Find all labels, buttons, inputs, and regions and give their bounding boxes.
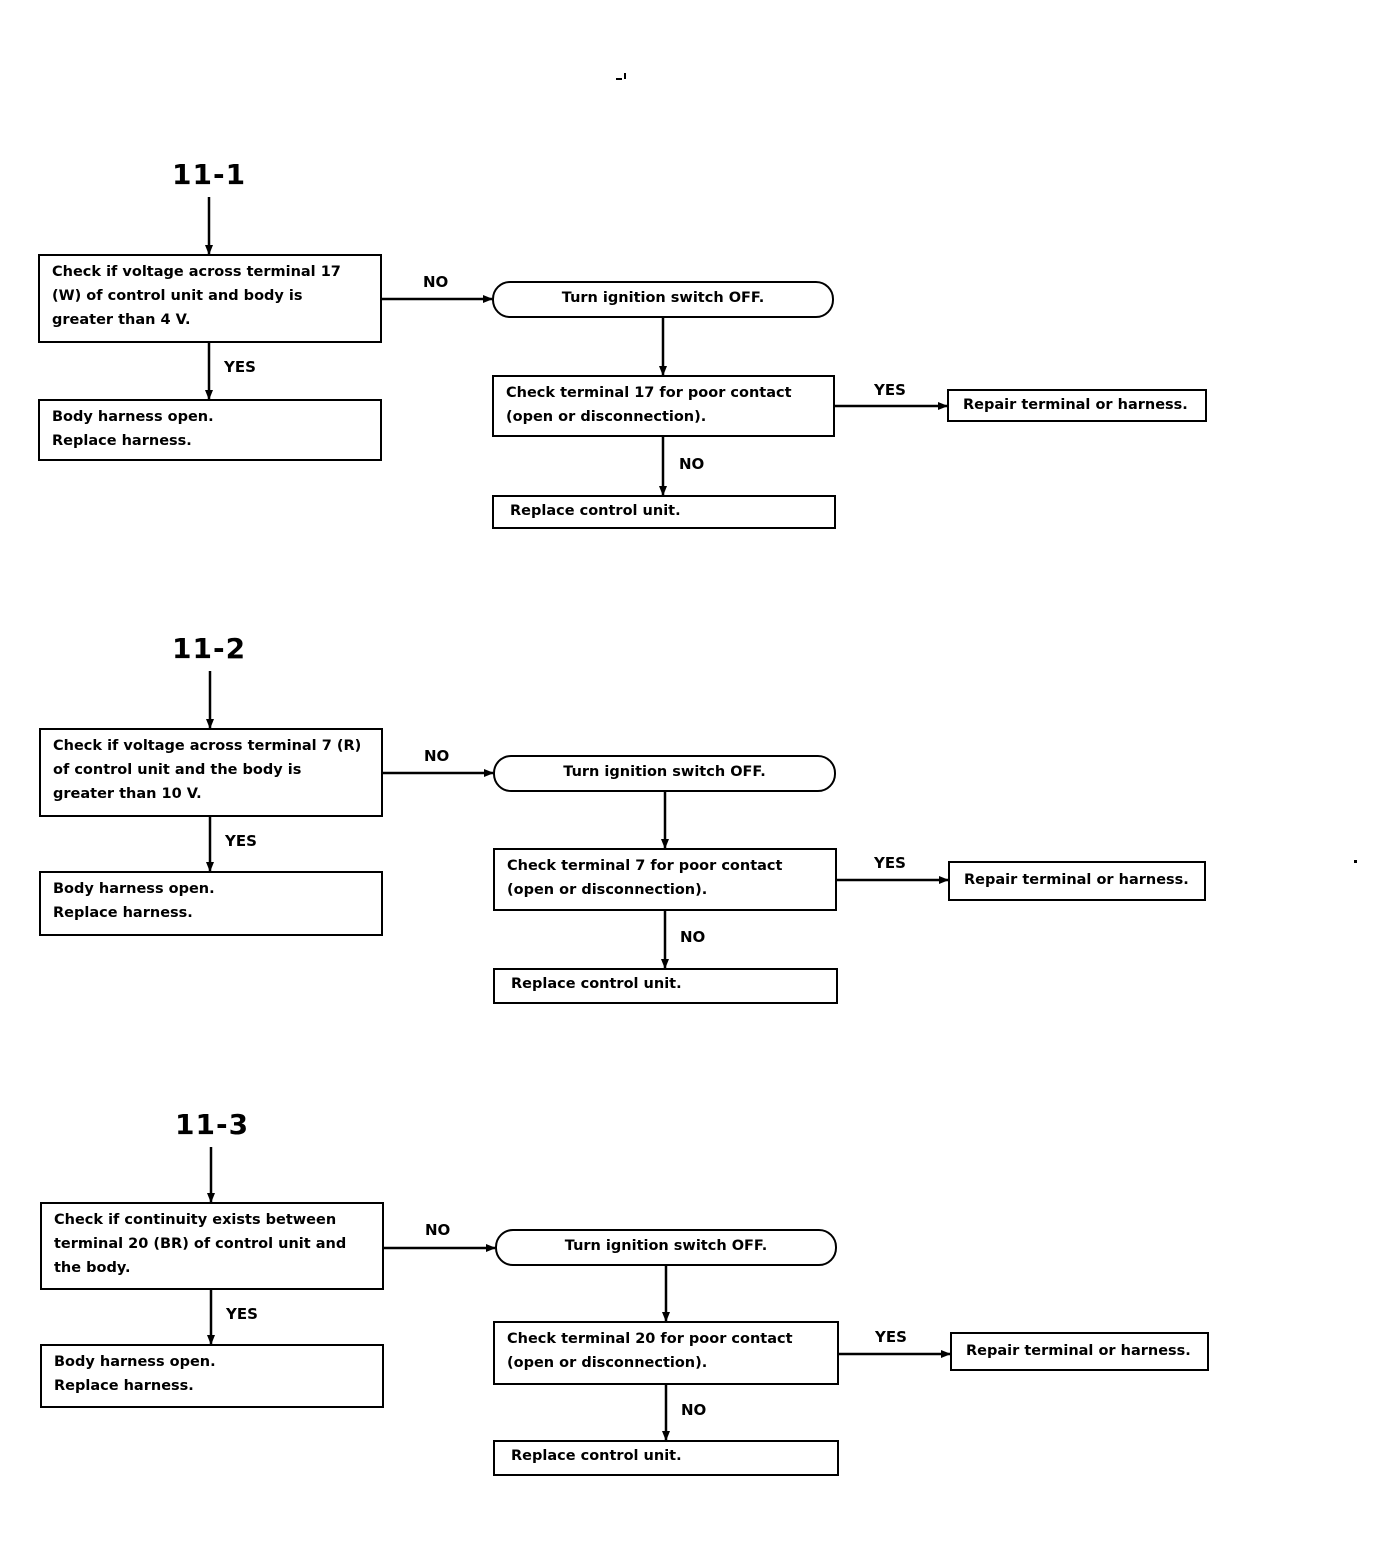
no-label: NO — [423, 273, 449, 291]
connector-lines — [207, 1147, 951, 1441]
body-harness-open-box: Body harness open. Replace harness. — [40, 1344, 384, 1408]
terminal-no-label: NO — [680, 928, 706, 946]
no-label: NO — [424, 747, 450, 765]
flowchart-11-2: 11-2 Check if voltage across terminal 7 … — [0, 474, 1393, 1004]
terminal-yes-label: YES — [874, 381, 906, 399]
terminal-yes-label: YES — [875, 1328, 907, 1346]
yes-label: YES — [225, 832, 257, 850]
yes-label: YES — [224, 358, 256, 376]
flowchart-title: 11-3 — [175, 1108, 250, 1141]
connector-lines — [205, 197, 948, 496]
yes-label: YES — [226, 1305, 258, 1323]
replace-control-unit-box: Replace control unit. — [492, 495, 836, 529]
replace-control-unit-box: Replace control unit. — [493, 968, 838, 1004]
ignition-off-box: Turn ignition switch OFF. — [493, 755, 836, 792]
scan-speck — [616, 78, 622, 80]
flowchart-11-1: 11-1 Check if voltage across terminal 17… — [0, 0, 1393, 529]
continuity-check-box: Check if continuity exists between termi… — [40, 1202, 384, 1290]
scan-speck — [1354, 860, 1357, 863]
flowchart-title: 11-2 — [172, 632, 247, 665]
body-harness-open-box: Body harness open. Replace harness. — [38, 399, 382, 461]
flowchart-title: 11-1 — [172, 158, 247, 191]
terminal-no-label: NO — [679, 455, 705, 473]
voltage-check-box: Check if voltage across terminal 17 (W) … — [38, 254, 382, 343]
repair-terminal-box: Repair terminal or harness. — [948, 861, 1206, 901]
repair-terminal-box: Repair terminal or harness. — [947, 389, 1207, 422]
ignition-off-box: Turn ignition switch OFF. — [492, 281, 834, 318]
connector-lines — [206, 671, 949, 969]
terminal-no-label: NO — [681, 1401, 707, 1419]
terminal-contact-check-box: Check terminal 20 for poor contact (open… — [493, 1321, 839, 1385]
terminal-contact-check-box: Check terminal 17 for poor contact (open… — [492, 375, 835, 437]
terminal-contact-check-box: Check terminal 7 for poor contact (open … — [493, 848, 837, 911]
ignition-off-box: Turn ignition switch OFF. — [495, 1229, 837, 1266]
repair-terminal-box: Repair terminal or harness. — [950, 1332, 1209, 1371]
replace-control-unit-box: Replace control unit. — [493, 1440, 839, 1476]
body-harness-open-box: Body harness open. Replace harness. — [39, 871, 383, 936]
scan-speck — [624, 73, 626, 79]
voltage-check-box: Check if voltage across terminal 7 (R) o… — [39, 728, 383, 817]
flowchart-11-3: 11-3 Check if continuity exists between … — [0, 948, 1393, 1476]
no-label: NO — [425, 1221, 451, 1239]
terminal-yes-label: YES — [874, 854, 906, 872]
